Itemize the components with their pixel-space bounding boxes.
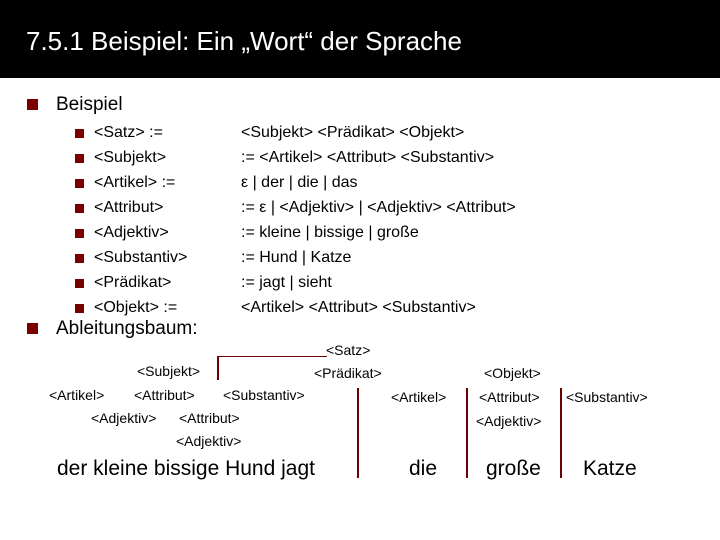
rule-lhs: <Prädikat> xyxy=(94,274,172,291)
tree-leaf-word: Katze xyxy=(583,457,637,480)
tree-connector-line xyxy=(217,356,327,357)
rule-rhs: ε | der | die | das xyxy=(241,174,358,191)
rule-lhs: <Artikel> := xyxy=(94,174,176,191)
bullet-square-icon xyxy=(75,254,84,263)
tree-node-satz: <Satz> xyxy=(326,342,371,358)
tree-node-artikel: <Artikel> xyxy=(391,389,447,405)
tree-node-adjektiv: <Adjektiv> xyxy=(91,410,157,426)
rule-rhs: := ε | <Adjektiv> | <Adjektiv> <Attribut… xyxy=(241,199,516,216)
rule-lhs: <Adjektiv> xyxy=(94,224,169,241)
section-heading-beispiel: Beispiel xyxy=(56,94,123,115)
bullet-square-icon xyxy=(27,323,38,334)
tree-node-subjekt: <Subjekt> xyxy=(137,363,201,379)
bullet-square-icon xyxy=(75,154,84,163)
bullet-square-icon xyxy=(75,129,84,138)
tree-leaf-word: große xyxy=(486,457,541,480)
bullet-square-icon xyxy=(75,304,84,313)
tree-node-objekt: <Objekt> xyxy=(484,365,541,381)
rule-rhs: := kleine | bissige | große xyxy=(241,224,419,241)
rule-rhs: := Hund | Katze xyxy=(241,249,352,266)
tree-separator-line xyxy=(466,388,468,478)
tree-separator-line xyxy=(357,388,359,478)
slide-title: 7.5.1 Beispiel: Ein „Wort“ der Sprache xyxy=(26,26,462,56)
rule-lhs: <Subjekt> xyxy=(94,149,167,166)
bullet-square-icon xyxy=(27,99,38,110)
tree-node-attribut: <Attribut> xyxy=(179,410,240,426)
tree-leaf-words: der kleine bissige Hund jagt xyxy=(57,457,315,480)
section-heading-ableitungsbaum: Ableitungsbaum: xyxy=(56,318,198,339)
rule-rhs: <Artikel> <Attribut> <Substantiv> xyxy=(241,299,476,316)
rule-rhs: := jagt | sieht xyxy=(241,274,332,291)
rule-rhs: <Subjekt> <Prädikat> <Objekt> xyxy=(241,124,465,141)
tree-separator-line xyxy=(217,356,219,380)
rule-lhs: <Substantiv> xyxy=(94,249,188,266)
bullet-square-icon xyxy=(75,229,84,238)
tree-node-adjektiv: <Adjektiv> xyxy=(176,433,242,449)
rule-lhs: <Satz> := xyxy=(94,124,163,141)
tree-node-attribut: <Attribut> xyxy=(479,389,540,405)
tree-node-adjektiv: <Adjektiv> xyxy=(476,413,542,429)
tree-node-artikel: <Artikel> xyxy=(49,387,105,403)
tree-node-substantiv: <Substantiv> xyxy=(223,387,305,403)
tree-node-attribut: <Attribut> xyxy=(134,387,195,403)
rule-rhs: := <Artikel> <Attribut> <Substantiv> xyxy=(241,149,495,166)
bullet-square-icon xyxy=(75,204,84,213)
rule-lhs: <Objekt> := xyxy=(94,299,178,316)
title-bar: 7.5.1 Beispiel: Ein „Wort“ der Sprache xyxy=(0,0,720,78)
tree-node-praedikat: <Prädikat> xyxy=(314,365,382,381)
tree-leaf-word: die xyxy=(409,457,438,480)
bullet-square-icon xyxy=(75,179,84,188)
rule-lhs: <Attribut> xyxy=(94,199,164,216)
tree-separator-line xyxy=(560,388,562,478)
bullet-square-icon xyxy=(75,279,84,288)
tree-node-substantiv: <Substantiv> xyxy=(566,389,648,405)
